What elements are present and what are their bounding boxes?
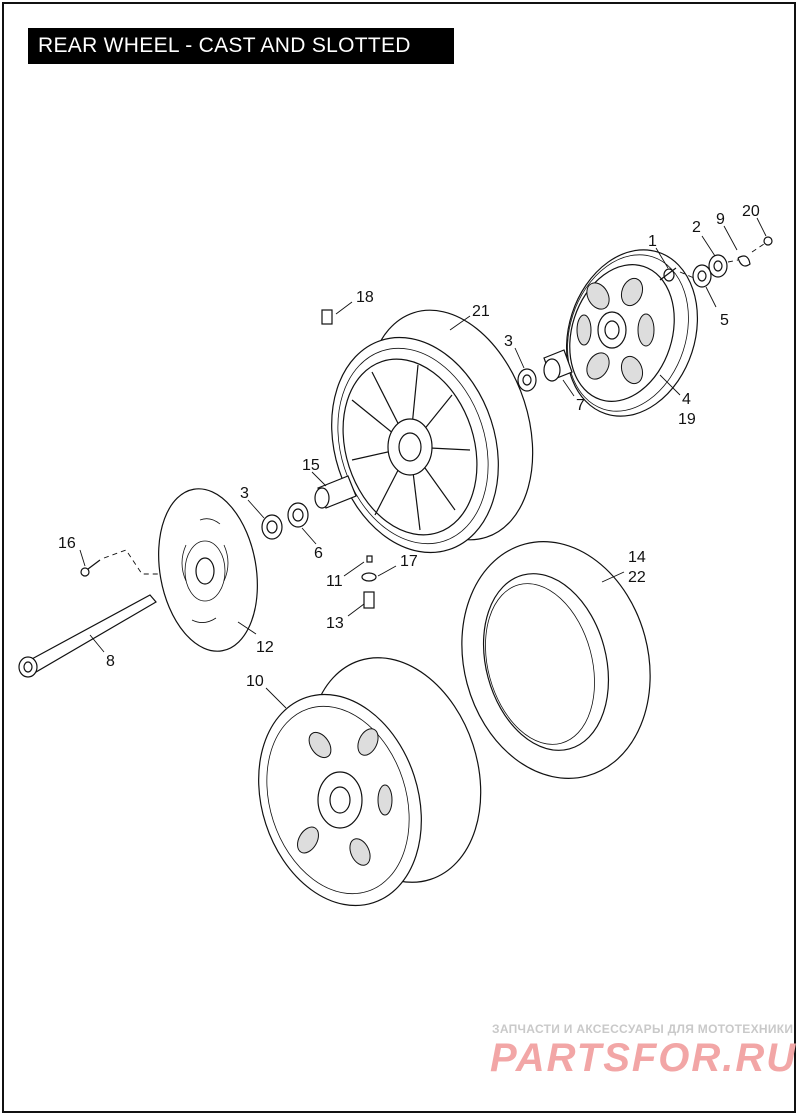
callout-20: 20 xyxy=(742,203,760,220)
callout-3-top: 3 xyxy=(504,333,513,350)
brake-rotor xyxy=(158,488,258,652)
valve-parts xyxy=(321,309,377,609)
callout-17: 17 xyxy=(400,553,418,570)
axle xyxy=(18,594,157,678)
cast-wheel xyxy=(331,309,534,554)
tire xyxy=(461,541,651,779)
callout-22: 22 xyxy=(628,569,646,586)
clip-9 xyxy=(737,255,751,267)
cap-11 xyxy=(366,555,373,563)
callout-9: 9 xyxy=(716,211,725,228)
nut-20 xyxy=(763,236,773,246)
watermark-brand: PARTSFOR.RU xyxy=(490,1036,798,1080)
watermark-tagline: ЗАПЧАСТИ И АКСЕССУАРЫ ДЛЯ МОТОТЕХНИКИ xyxy=(492,1022,794,1036)
nut-17 xyxy=(361,572,377,582)
callout-8: 8 xyxy=(106,653,115,670)
rotor-bolt xyxy=(80,549,160,577)
hardware-group xyxy=(659,236,773,288)
diagram-title: REAR WHEEL - CAST AND SLOTTED xyxy=(28,28,454,64)
rear-pulley xyxy=(565,249,699,417)
slotted-wheel xyxy=(258,657,482,907)
callout-10: 10 xyxy=(246,673,264,690)
callout-14: 14 xyxy=(628,549,646,566)
callout-labels: 1 2 9 20 5 4 19 7 3 21 18 15 3 6 11 17 1… xyxy=(58,203,760,690)
callout-16: 16 xyxy=(58,535,76,552)
callout-21: 21 xyxy=(472,303,490,320)
callout-12: 12 xyxy=(256,639,274,656)
leader-lines xyxy=(79,217,767,709)
bearings xyxy=(261,349,573,540)
callout-19: 19 xyxy=(678,411,696,428)
callout-15: 15 xyxy=(302,457,320,474)
callout-6: 6 xyxy=(314,545,323,562)
callout-7: 7 xyxy=(576,397,585,414)
callout-11: 11 xyxy=(326,573,343,590)
weight-18 xyxy=(321,309,333,325)
callout-1: 1 xyxy=(648,233,657,250)
callout-13: 13 xyxy=(326,615,344,632)
callout-2: 2 xyxy=(692,219,701,236)
valve-13 xyxy=(363,591,375,609)
callout-5: 5 xyxy=(720,312,729,329)
callout-18: 18 xyxy=(356,289,374,306)
callout-3-left: 3 xyxy=(240,485,249,502)
callout-4: 4 xyxy=(682,391,691,408)
